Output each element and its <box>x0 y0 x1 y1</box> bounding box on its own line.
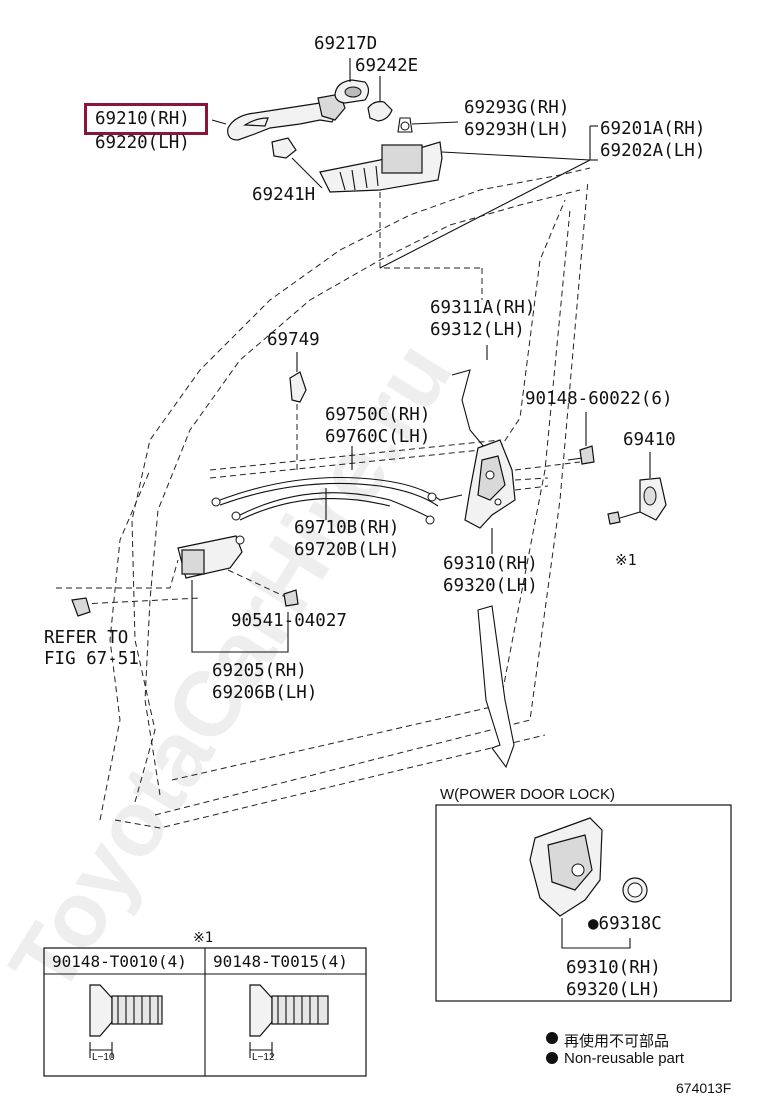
screw-col1-header[interactable]: 90148-T0010(4) <box>52 952 187 971</box>
label-69749[interactable]: 69749 <box>267 330 320 350</box>
label-69311a[interactable]: 69311A(RH) <box>430 298 536 318</box>
label-69202a[interactable]: 69202A(LH) <box>600 141 706 161</box>
screw-dim1: L−10 <box>92 1052 115 1063</box>
cable-clamp-part <box>289 352 307 470</box>
figure-code: 674013F <box>676 1080 732 1096</box>
screw-part <box>567 412 595 465</box>
note-mark-1: ※1 <box>615 551 637 569</box>
label-69318c[interactable]: ●69318C <box>588 914 662 934</box>
cylinder-cover-part <box>334 79 370 104</box>
striker-part <box>607 452 667 525</box>
label-69310[interactable]: 69310(RH) <box>443 554 538 574</box>
label-69217d[interactable]: 69217D <box>314 34 378 54</box>
legend-en: Non-reusable part <box>564 1050 685 1067</box>
power-lock-part <box>529 817 648 949</box>
outside-handle-part <box>227 93 346 141</box>
cables-part <box>211 446 463 525</box>
label-69210[interactable]: 69210(RH) <box>95 109 190 129</box>
label-power-69310[interactable]: 69310(RH) <box>566 958 661 978</box>
pad-69241h-part <box>271 137 297 159</box>
label-69205[interactable]: 69205(RH) <box>212 661 307 681</box>
power-lock-title: W(POWER DOOR LOCK) <box>440 786 615 803</box>
handle-frame-part <box>319 117 443 193</box>
label-69293g[interactable]: 69293G(RH) <box>464 98 570 118</box>
label-69750c[interactable]: 69750C(RH) <box>325 405 431 425</box>
label-power-69320[interactable]: 69320(LH) <box>566 980 661 1000</box>
screw-dim2: L−12 <box>252 1052 275 1063</box>
screw-90541-part <box>283 589 299 607</box>
legend-bullet-en <box>546 1052 558 1064</box>
label-69720b[interactable]: 69720B(LH) <box>294 540 400 560</box>
door-frame-outline <box>99 167 591 829</box>
screw-col2-header[interactable]: 90148-T0015(4) <box>213 952 348 971</box>
label-69312[interactable]: 69312(LH) <box>430 320 525 340</box>
label-69242e[interactable]: 69242E <box>355 56 419 76</box>
inside-handle-part <box>56 535 301 653</box>
pad-69242e-part <box>367 101 393 122</box>
screw-table <box>43 947 367 1077</box>
label-90148-60022[interactable]: 90148-60022(6) <box>525 389 673 409</box>
refer-to-label[interactable]: REFER TO <box>44 628 129 648</box>
legend-jp: 再使用不可部品 <box>564 1032 670 1050</box>
label-69241h[interactable]: 69241H <box>252 185 316 205</box>
screw-refer-part <box>71 597 91 617</box>
label-69293h[interactable]: 69293H(LH) <box>464 120 570 140</box>
legend-bullet-jp <box>546 1032 558 1044</box>
label-69206b[interactable]: 69206B(LH) <box>212 683 318 703</box>
highlight-box-69210 <box>84 103 208 135</box>
refer-fig-label[interactable]: FIG 67-51 <box>44 649 139 669</box>
label-69320[interactable]: 69320(LH) <box>443 576 538 596</box>
arrow-power-lock <box>477 605 515 769</box>
door-lock-part <box>464 439 516 529</box>
label-69201a[interactable]: 69201A(RH) <box>600 119 706 139</box>
label-90541-04027[interactable]: 90541-04027 <box>231 611 347 631</box>
label-69760c[interactable]: 69760C(LH) <box>325 427 431 447</box>
label-69220[interactable]: 69220(LH) <box>95 133 190 153</box>
screw-table-note: ※1 <box>193 930 214 946</box>
label-69410[interactable]: 69410 <box>623 430 676 450</box>
power-lock-box <box>435 804 732 1002</box>
label-69710b[interactable]: 69710B(RH) <box>294 518 400 538</box>
